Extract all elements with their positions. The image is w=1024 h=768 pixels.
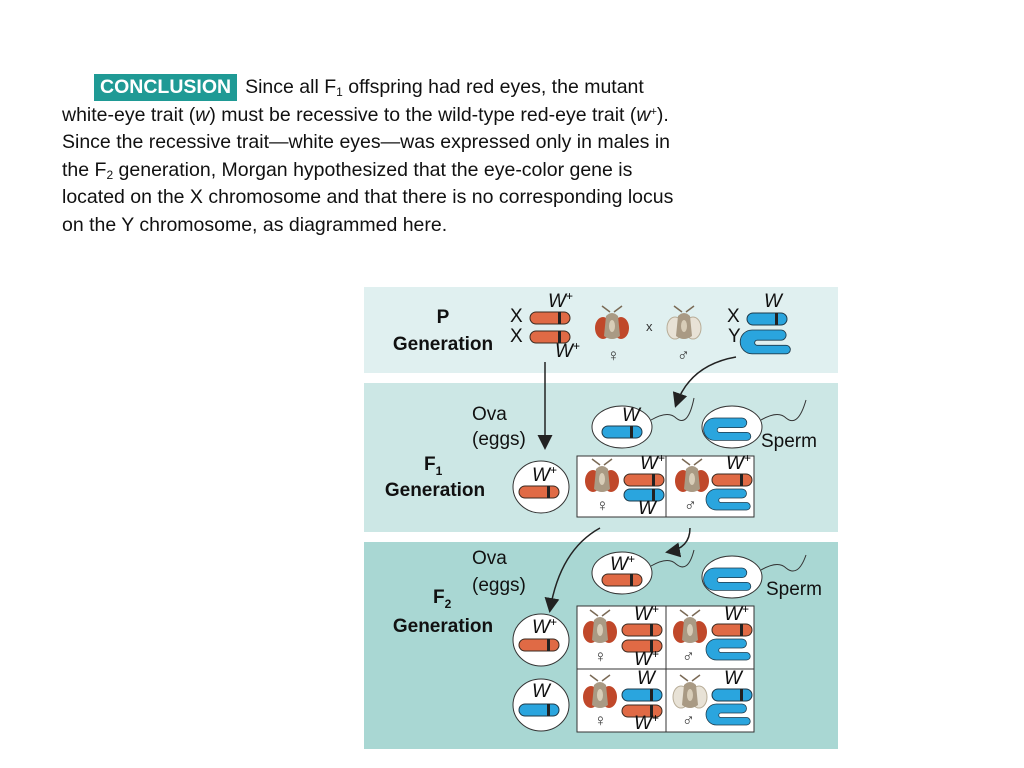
subscript: 1 <box>336 85 343 99</box>
allele-w: W <box>638 498 658 519</box>
sperm-label: Sperm <box>761 431 817 452</box>
sperm-label: Sperm <box>766 579 822 600</box>
female-symbol: ♀ <box>594 711 607 730</box>
x-chromosome-wild <box>711 473 753 487</box>
ova-label: Ova <box>472 548 507 569</box>
sperm-arrow <box>672 356 737 408</box>
eggs-label: (eggs) <box>472 429 526 450</box>
f2-generation-label: Generation <box>393 616 493 637</box>
allele-w-plus: W+ <box>634 647 659 670</box>
allele-w-plus: W+ <box>548 289 573 312</box>
x-chromosome-white <box>621 688 663 702</box>
x-chromosome-wild <box>518 485 560 499</box>
male-symbol: ♂ <box>684 496 697 515</box>
conclusion-badge: CONCLUSION <box>94 74 238 101</box>
conclusion-line-6: on the Y chromosome, as diagrammed here. <box>62 214 448 236</box>
conclusion-line-4: the F2 generation, Morgan hypothesized t… <box>62 157 632 185</box>
text-span: ). <box>656 103 669 126</box>
text-span: the F <box>62 158 107 181</box>
allele-w-plus: W+ <box>724 602 749 625</box>
x-label: X <box>510 306 523 327</box>
allele-w-plus: W+ <box>634 602 659 625</box>
text-span: generation, Morgan hypothesized that the… <box>113 158 633 181</box>
allele-w: W <box>724 668 744 689</box>
allele-w-plus: W+ <box>555 339 580 362</box>
eggs-label: (eggs) <box>472 575 526 596</box>
sperm-tail <box>650 549 695 568</box>
x-label: X <box>510 326 523 347</box>
conclusion-line-2: white-eye trait (w) must be recessive to… <box>62 102 669 130</box>
subscript: 2 <box>106 167 114 182</box>
allele-w-plus: W+ <box>532 615 557 638</box>
male-symbol: ♂ <box>682 711 695 730</box>
superscript: + <box>650 105 657 118</box>
x-label: X <box>727 306 740 327</box>
allele-italic: w <box>636 103 651 126</box>
allele-w: W <box>622 405 642 426</box>
f2-label: F2 <box>433 587 452 611</box>
sperm-tail <box>650 397 695 421</box>
f1-generation-label: Generation <box>385 480 485 501</box>
text-span: white-eye trait ( <box>62 103 196 126</box>
female-symbol: ♀ <box>596 496 609 515</box>
allele-w-plus: W+ <box>610 552 635 575</box>
x-chromosome-white <box>711 688 753 702</box>
sperm-tail <box>760 554 807 572</box>
text-span: offspring had red eyes, the mutant <box>342 76 644 98</box>
x-chromosome-wild <box>711 623 753 637</box>
allele-w-plus: W+ <box>726 451 751 474</box>
egg-arrow <box>544 527 601 613</box>
allele-italic: w <box>195 103 210 126</box>
female-symbol: ♀ <box>594 647 607 666</box>
text-span: ) must be recessive to the wild-type red… <box>209 103 637 126</box>
ova-label: Ova <box>472 404 507 425</box>
conclusion-line-3: Since the recessive trait—white eyes—was… <box>62 131 671 154</box>
conclusion-line-5: located on the X chromosome and that the… <box>62 186 674 209</box>
allele-w: W <box>532 681 552 702</box>
x-chromosome-wild <box>621 623 663 637</box>
sperm-tail <box>760 399 807 422</box>
allele-w: W <box>637 668 657 689</box>
y-label: Y <box>728 326 741 347</box>
allele-w-plus: W+ <box>634 711 659 734</box>
x-chromosome-white <box>746 312 788 326</box>
sperm-arrow <box>665 527 691 558</box>
conclusion-line-1: CONCLUSION Since all F1 offspring had red… <box>62 74 644 102</box>
x-chromosome-white <box>518 703 560 717</box>
p-generation-label: Generation <box>393 334 493 355</box>
allele-w-plus: W+ <box>640 451 665 474</box>
female-symbol: ♀ <box>607 346 620 365</box>
allele-w-plus: W+ <box>532 463 557 486</box>
p-label: P <box>437 307 450 328</box>
x-chromosome-wild <box>518 638 560 652</box>
male-symbol: ♂ <box>682 647 695 666</box>
x-chromosome-wild <box>529 311 571 325</box>
f1-label: F1 <box>424 454 443 478</box>
x-chromosome-wild <box>623 473 665 487</box>
allele-w: W <box>764 291 784 312</box>
x-chromosome-wild <box>601 573 643 587</box>
cross-symbol: x <box>646 319 653 334</box>
male-symbol: ♂ <box>677 346 690 365</box>
text-span: Since all F <box>245 76 337 98</box>
x-chromosome-white <box>601 425 643 439</box>
